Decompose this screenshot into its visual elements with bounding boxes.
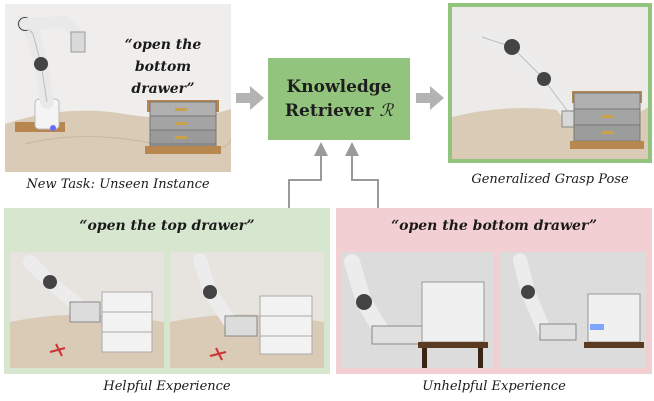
helpful-image-1: [10, 252, 164, 368]
new-task-illustration: [5, 15, 231, 172]
arrow-right-icon: [416, 86, 444, 110]
unhelpful-panel: “open the bottom drawer”: [336, 208, 652, 374]
knowledge-retriever-title: Knowledge: [286, 77, 392, 97]
retriever-symbol: ℛ: [379, 101, 394, 121]
new-task-instruction: “open the bottom drawer”: [124, 37, 202, 97]
unhelpful-instruction: “open the bottom drawer”: [391, 218, 597, 234]
unhelpful-image-1: [342, 252, 494, 368]
helpful-panel: “open the top drawer”: [4, 208, 330, 374]
knowledge-retriever-box: Knowledge Retriever ℛ: [268, 58, 410, 140]
new-task-caption: New Task: Unseen Instance: [26, 177, 210, 192]
new-task-image: “open the bottom drawer”: [5, 4, 231, 172]
arrow-right-icon: [236, 86, 264, 110]
unhelpful-image-2: [500, 252, 646, 368]
helpful-instruction: “open the top drawer”: [79, 218, 255, 234]
grasp-pose-caption: Generalized Grasp Pose: [471, 172, 629, 187]
knowledge-retriever-subtitle-line: Retriever ℛ: [285, 99, 393, 123]
unhelpful-caption: Unhelpful Experience: [422, 379, 566, 394]
grasp-pose-frame: [448, 3, 652, 163]
helpful-caption: Helpful Experience: [103, 379, 231, 394]
grasp-pose-illustration: [452, 29, 648, 159]
knowledge-retriever-subtitle: Retriever: [284, 101, 374, 121]
grasp-pose-image: [452, 7, 648, 159]
helpful-image-2: [170, 252, 324, 368]
